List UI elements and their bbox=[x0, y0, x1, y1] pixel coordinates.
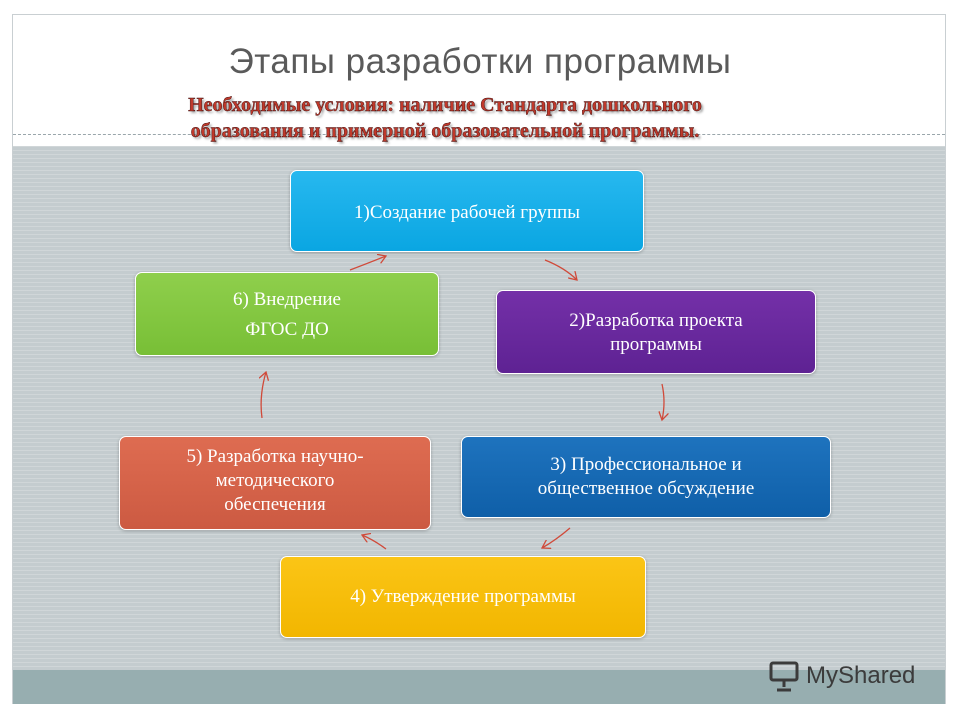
slide-header bbox=[13, 15, 945, 147]
arrow-6-to-1 bbox=[349, 256, 386, 271]
slide-subtitle: Необходимые условия: наличие Стандарта д… bbox=[188, 94, 702, 142]
presentation-board-icon bbox=[769, 661, 799, 692]
footer-bar bbox=[13, 670, 945, 704]
arrow-4-to-5 bbox=[362, 535, 387, 550]
step-5-box: 5) Разработка научно- методического обес… bbox=[119, 436, 431, 530]
header-divider bbox=[13, 134, 945, 135]
arrow-1-to-2 bbox=[544, 259, 577, 280]
step-2-box: 2)Разработка проекта программы bbox=[496, 290, 816, 374]
watermark-brand: MyShared bbox=[806, 662, 916, 689]
step-6-box: 6) Внедрение ФГОС ДО bbox=[135, 272, 439, 356]
arrow-2-to-3 bbox=[662, 383, 664, 420]
slide-title: Этапы разработки программы bbox=[228, 42, 732, 81]
step-1-box: 1)Создание рабочей группы bbox=[290, 170, 644, 252]
arrow-5-to-6 bbox=[261, 372, 266, 419]
step-3-box: 3) Профессиональное и общественное обсуж… bbox=[461, 436, 831, 518]
watermark-logo: MyShared bbox=[768, 660, 915, 692]
step-4-box: 4) Утверждение программы bbox=[280, 556, 646, 638]
arrow-3-to-4 bbox=[542, 527, 571, 548]
